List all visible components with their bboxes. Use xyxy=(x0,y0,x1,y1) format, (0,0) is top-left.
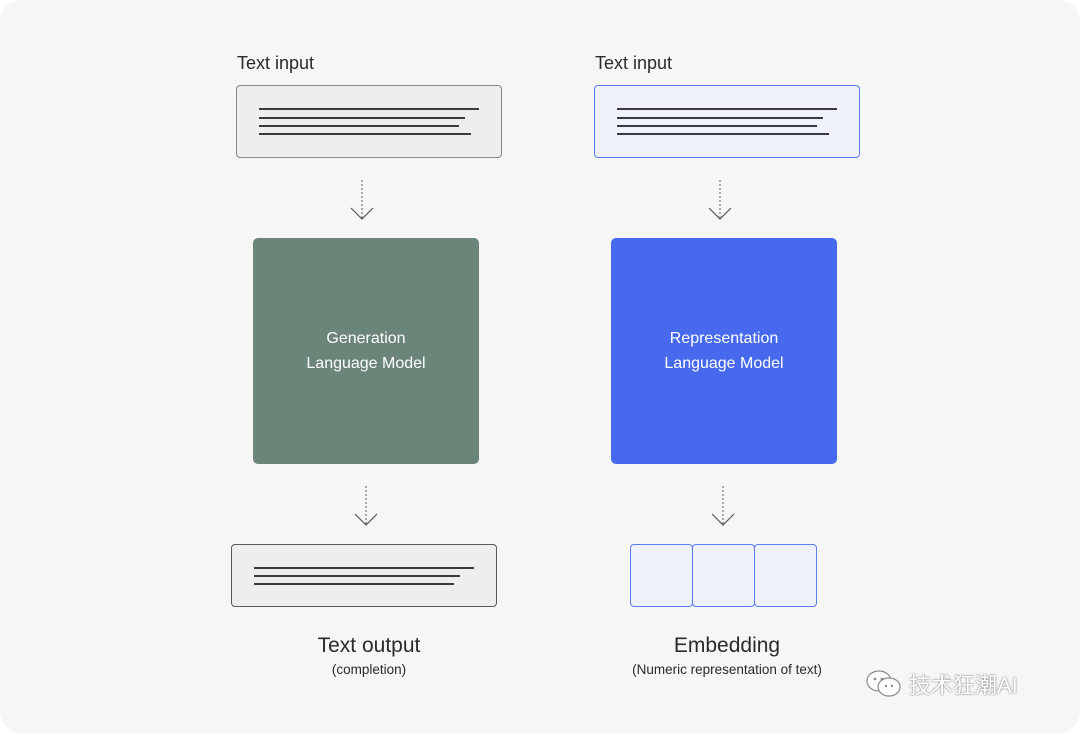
text-line xyxy=(254,575,460,577)
left-text-input-box xyxy=(236,85,502,158)
down-arrow-icon xyxy=(354,486,378,526)
text-output-box xyxy=(231,544,497,607)
representation-language-model-box: Representation Language Model xyxy=(611,238,837,464)
embedding-cell xyxy=(754,544,817,607)
model-name-line2: Language Model xyxy=(664,355,784,372)
wechat-icon xyxy=(866,670,901,697)
text-line xyxy=(254,583,454,585)
left-input-label: Text input xyxy=(237,53,315,73)
text-line xyxy=(617,133,829,135)
text-line xyxy=(259,108,479,110)
text-line xyxy=(254,567,474,569)
text-line xyxy=(259,125,459,127)
down-arrow-icon xyxy=(711,486,735,526)
embedding-cell xyxy=(630,544,693,607)
watermark-text: 技术狂潮AI xyxy=(909,673,1018,698)
right-input-label: Text input xyxy=(595,53,673,73)
embedding-cell xyxy=(692,544,755,607)
output-subtitle: (completion) xyxy=(331,662,407,677)
embedding-caption: Embedding (Numeric representation of tex… xyxy=(596,634,858,677)
text-line xyxy=(259,117,465,119)
generation-language-model-box: Generation Language Model xyxy=(253,238,479,464)
right-text-input-box xyxy=(594,85,860,158)
watermark: 技术狂潮AI xyxy=(865,668,1018,700)
output-title: Text output xyxy=(317,634,421,657)
text-line xyxy=(259,133,471,135)
model-name-line1: Generation xyxy=(326,330,406,347)
text-line xyxy=(617,125,817,127)
text-output-caption: Text output (completion) xyxy=(264,634,474,677)
down-arrow-icon xyxy=(350,180,374,220)
text-line xyxy=(617,117,823,119)
model-name-line1: Representation xyxy=(669,330,779,347)
text-line xyxy=(617,108,837,110)
model-name-line2: Language Model xyxy=(306,355,426,372)
output-subtitle: (Numeric representation of text) xyxy=(632,662,822,677)
output-title: Embedding xyxy=(673,634,781,657)
down-arrow-icon xyxy=(708,180,732,220)
